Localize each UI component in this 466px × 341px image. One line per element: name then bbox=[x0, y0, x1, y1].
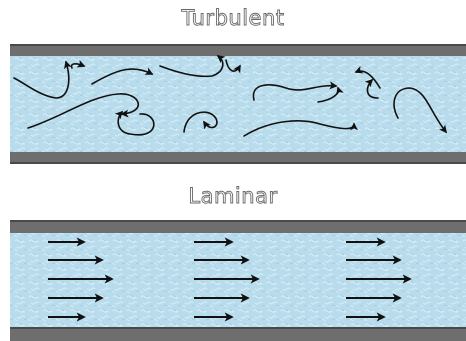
laminar-pipe-top-wall bbox=[10, 220, 466, 233]
turbulent-pipe-top-wall bbox=[10, 44, 466, 56]
laminar-title: Laminar bbox=[188, 184, 278, 209]
eddy-arrow-2 bbox=[70, 59, 86, 69]
eddy-arrow-9 bbox=[252, 81, 338, 101]
laminar-pipe-bottom-wall bbox=[10, 327, 466, 341]
eddy-arrow-5 bbox=[159, 55, 226, 78]
eddy-arrow-12 bbox=[354, 65, 381, 89]
eddy-arrow-8 bbox=[183, 111, 218, 133]
eddy-arrow-4 bbox=[91, 67, 154, 85]
turbulent-pipe-bottom-wall-edge bbox=[10, 162, 466, 164]
laminar-pipe bbox=[10, 220, 466, 341]
turbulent-pipe-top-wall-edge bbox=[10, 44, 466, 46]
laminar-pipe-bottom-wall-edge bbox=[10, 327, 466, 329]
eddy-arrow-13 bbox=[364, 78, 379, 99]
turbulent-arrows bbox=[13, 55, 447, 137]
turbulent-pipe-bottom-wall bbox=[10, 152, 466, 164]
laminar-pipe-top-wall-edge bbox=[10, 220, 466, 222]
eddy-arrow-1 bbox=[13, 60, 72, 99]
eddy-arrow-3 bbox=[27, 93, 140, 129]
eddy-arrow-7 bbox=[225, 59, 241, 74]
eddy-arrow-11 bbox=[317, 86, 344, 103]
eddy-arrow-10 bbox=[243, 120, 358, 137]
turbulent-title: Turbulent bbox=[181, 6, 285, 31]
eddy-arrow-14 bbox=[393, 87, 447, 134]
turbulent-fluid bbox=[10, 56, 466, 152]
laminar-arrows bbox=[48, 237, 412, 322]
turbulent-pipe bbox=[10, 44, 466, 164]
eddy-arrow-6 bbox=[114, 110, 155, 136]
